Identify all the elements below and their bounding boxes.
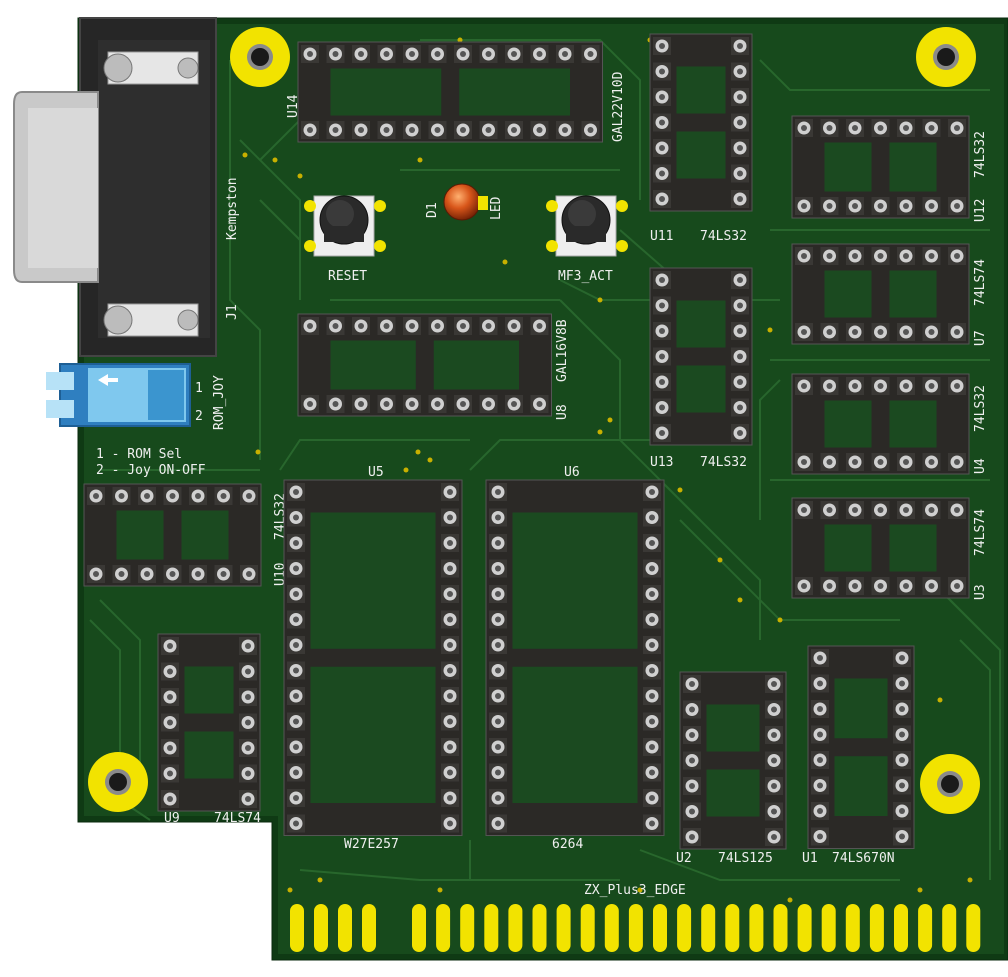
edge-finger [942,904,957,952]
rom-joy-label: ROM_JOY [212,375,227,430]
edge-finger [894,904,908,952]
edge-finger [869,904,884,952]
u12-socket [791,115,970,219]
u3-value-label: 74LS74 [973,509,988,556]
u5-socket [283,479,463,836]
u12-value-label: 74LS32 [973,131,988,178]
rom-joy-pin2-label: 2 [195,409,203,424]
u1-socket [807,645,915,849]
mf3-act-button-label: MF3_ACT [558,269,613,284]
edge-finger [362,904,376,952]
u11-value-label: 74LS32 [700,229,747,244]
edge-finger [412,904,426,952]
u4-value-label: 74LS32 [973,385,988,432]
u13-value-label: 74LS32 [700,455,747,470]
edge-finger [460,904,475,952]
u1-value-label: 74LS670N [832,851,895,866]
edge-finger [749,904,764,952]
u14-ref-label: U14 [286,94,301,118]
copper-traces [89,39,1001,881]
edge-finger [508,904,523,952]
edge-finger [628,904,643,952]
edge-finger [821,904,836,952]
mounting-hole-bottom-left [88,752,148,812]
u3-ref-label: U3 [973,584,988,600]
edge-finger [653,904,667,952]
rom-joy-pin1-label: 1 [195,381,203,396]
u9-value-label: 74LS74 [214,811,261,826]
edge-finger [338,904,352,952]
u5-ref-label: U5 [368,465,384,480]
edge-finger [532,904,547,952]
u10-socket [83,483,262,587]
mounting-hole-top-left [230,27,290,87]
mf3-act-button[interactable] [546,195,628,257]
u14-value-label: GAL22V10D [611,71,626,142]
edge-finger [436,904,451,952]
u13-ref-label: U13 [650,455,673,470]
u9-ref-label: U9 [164,811,180,826]
u8-value-label: GAL16V8B [555,319,570,382]
u7-socket [791,243,970,345]
u6-ref-label: U6 [564,465,580,480]
edge-finger [484,904,499,952]
edge-connector [290,904,981,952]
edge-finger [773,904,788,952]
d1-ref-label: D1 [425,202,440,218]
j1-ref-label: J1 [225,304,240,320]
u2-socket [679,671,787,850]
u1-ref-label: U1 [802,851,818,866]
d1-led [443,183,488,221]
d1-value-label: LED [489,196,504,220]
u9-socket [157,633,261,812]
u12-ref-label: U12 [973,199,988,222]
edge-finger [845,904,860,952]
u13-socket [649,267,753,446]
u4-socket [791,373,970,475]
u14-socket [297,41,603,143]
mounting-hole-top-right [916,27,976,87]
u6-socket [485,479,665,836]
edge-finger [290,904,304,952]
edge-connector-label: ZX_Plus3_EDGE [584,883,686,898]
edge-finger [701,904,716,952]
u7-ref-label: U7 [973,330,988,346]
edge-finger [966,904,981,952]
u2-ref-label: U2 [676,851,692,866]
u11-socket [649,33,753,212]
u4-ref-label: U4 [973,458,988,474]
edge-finger [725,904,740,952]
u2-value-label: 74LS125 [718,851,773,866]
u7-value-label: 74LS74 [973,259,988,306]
edge-finger [314,904,328,952]
reset-button-label: RESET [328,269,367,284]
u8-socket [297,313,552,417]
j1-name-label: Kempston [225,177,240,240]
rom-joy-dip-switch[interactable] [46,363,191,427]
edge-finger [604,904,619,952]
u6-value-label: 6264 [552,837,583,852]
u11-ref-label: U11 [650,229,673,244]
mounting-hole-bottom-right [920,754,980,814]
rom-joy-legend-line2: 2 - Joy ON-OFF [96,463,206,478]
edge-finger [556,904,571,952]
edge-finger [580,904,595,952]
u5-value-label: W27E257 [344,837,399,852]
u3-socket [791,497,970,599]
j1-db9-connector [13,17,217,357]
rom-joy-legend-line1: 1 - ROM Sel [96,447,182,462]
edge-finger [797,904,812,952]
edge-finger [677,904,692,952]
u8-ref-label: U8 [555,404,570,420]
edge-finger [918,904,933,952]
reset-button[interactable] [304,195,386,257]
